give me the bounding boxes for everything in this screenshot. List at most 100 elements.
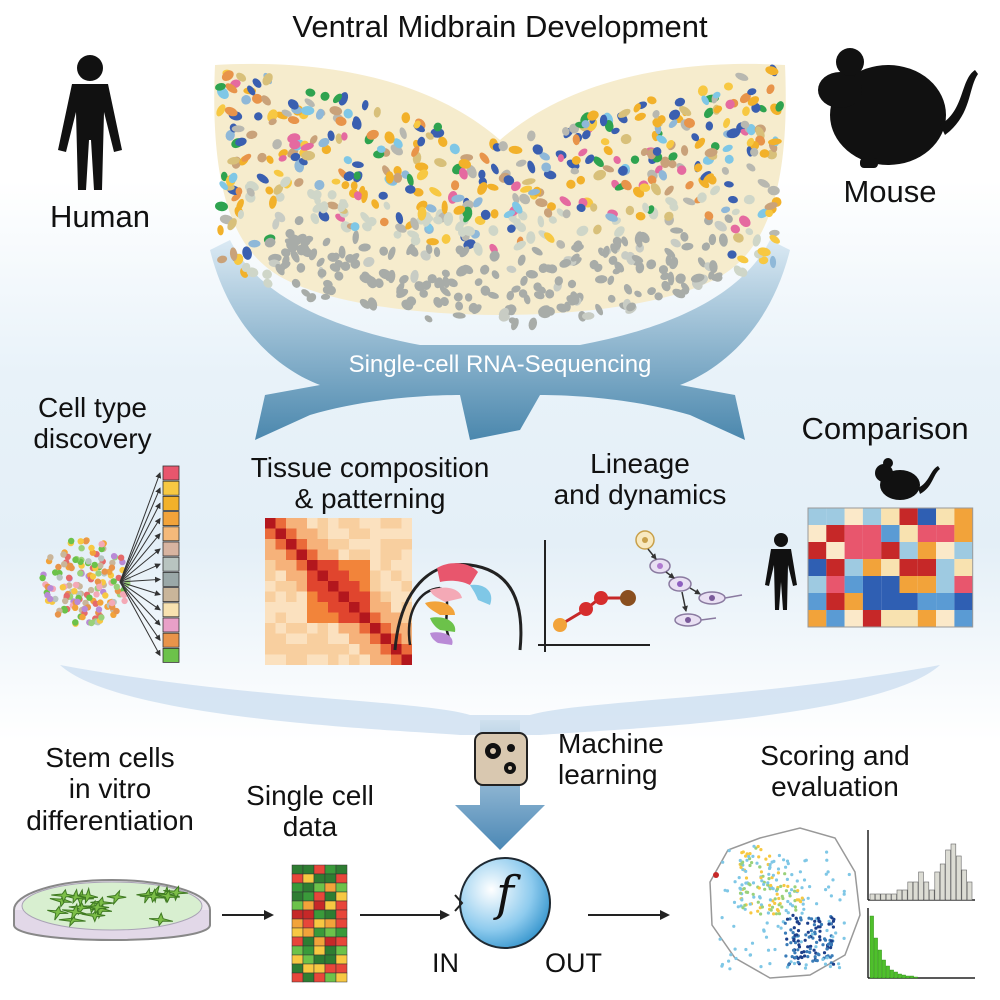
tissue-cell xyxy=(527,188,541,196)
scatter-point xyxy=(790,888,794,892)
corr-cell xyxy=(349,560,360,571)
corr-cell xyxy=(275,528,286,539)
tissue-cell xyxy=(647,175,657,185)
tissue-cell xyxy=(319,201,329,214)
comparison-cell xyxy=(881,610,900,627)
tissue-cell xyxy=(507,224,516,233)
corr-cell xyxy=(359,633,370,644)
scatter-point xyxy=(825,928,829,933)
tissue-cell xyxy=(393,138,403,149)
scatter-point xyxy=(720,916,724,920)
scatter-point xyxy=(814,926,818,930)
corr-cell xyxy=(328,591,339,602)
tissue-cell xyxy=(723,118,731,128)
corr-cell xyxy=(296,581,307,592)
scatter-point xyxy=(746,890,750,895)
scatter-point xyxy=(793,889,797,893)
corr-cell xyxy=(401,560,412,571)
data-cell xyxy=(324,936,337,947)
tissue-cell xyxy=(406,243,415,256)
data-cell xyxy=(324,882,337,893)
tissue-cell xyxy=(747,88,757,96)
hist-bar xyxy=(939,863,946,901)
scatter-point xyxy=(830,916,834,920)
data-cell xyxy=(313,882,326,893)
tissue-cell xyxy=(634,290,642,298)
scatter-point xyxy=(765,921,769,925)
hist-bar xyxy=(885,965,890,979)
corr-cell xyxy=(401,612,412,623)
scatter-point xyxy=(720,962,725,967)
scatter-point xyxy=(812,948,816,952)
lineage-point xyxy=(579,602,593,616)
tissue-cell xyxy=(569,297,579,306)
corr-cell xyxy=(338,549,349,560)
scatter-point xyxy=(803,966,808,970)
stem-cell xyxy=(68,900,92,916)
tissue-cell xyxy=(335,116,347,126)
cluster-cell xyxy=(98,545,105,553)
corr-cell xyxy=(349,539,360,550)
data-cell xyxy=(324,954,337,965)
tissue-cell xyxy=(712,91,721,99)
tissue-cell xyxy=(227,218,237,231)
tissue-cell xyxy=(350,259,361,269)
tissue-cell xyxy=(334,259,344,268)
scatter-point xyxy=(796,948,800,952)
scatter-point xyxy=(842,889,846,894)
scatter-point xyxy=(767,877,771,881)
hist-bar xyxy=(907,881,913,901)
corr-cell xyxy=(317,591,328,602)
tissue-cell xyxy=(378,191,388,200)
scatter-point xyxy=(757,855,761,859)
scatter-point xyxy=(786,884,790,889)
tissue-cell xyxy=(322,237,331,247)
scatter-point xyxy=(756,909,760,913)
scatter-point xyxy=(798,870,803,874)
corr-cell xyxy=(380,581,391,592)
tissue-cell xyxy=(296,244,307,256)
corr-cell xyxy=(401,581,412,592)
tissue-cell xyxy=(610,243,618,254)
corr-cell xyxy=(265,633,276,644)
hist-bar xyxy=(893,971,898,979)
comparison-heatmap xyxy=(807,507,974,628)
corr-cell xyxy=(359,602,370,613)
scatter-point xyxy=(831,962,836,966)
corr-cell xyxy=(307,539,318,550)
hist-bar xyxy=(923,881,930,901)
scatter-point xyxy=(785,877,790,882)
tissue-cell xyxy=(722,144,733,153)
tissue-cell xyxy=(315,108,325,120)
data-cell xyxy=(313,873,326,884)
data-cell xyxy=(313,963,326,974)
tissue-cell xyxy=(618,165,628,176)
corr-cell xyxy=(317,560,328,571)
scatter-point xyxy=(780,905,784,909)
scatter-point xyxy=(826,870,830,874)
tissue-cell xyxy=(321,144,332,155)
tissue-cell xyxy=(314,179,325,191)
cluster-cell xyxy=(88,544,95,552)
corr-cell xyxy=(349,644,360,655)
corr-cell xyxy=(286,591,297,602)
corr-cell xyxy=(275,623,286,634)
tissue-cell xyxy=(752,234,761,247)
corr-cell xyxy=(370,602,381,613)
scatter-point xyxy=(728,967,732,971)
tissue-cell xyxy=(737,255,749,264)
corr-cell xyxy=(275,602,286,613)
hist-bar xyxy=(934,871,940,901)
tissue-cell xyxy=(765,66,779,76)
cluster-cell xyxy=(82,538,90,545)
tissue-cell xyxy=(472,197,483,208)
tissue-cell xyxy=(684,118,695,128)
tissue-cell xyxy=(680,145,689,156)
tissue-cell xyxy=(697,257,706,268)
tissue-composition-label: Tissue composition& patterning xyxy=(250,452,490,515)
scatter-point xyxy=(796,889,800,893)
tissue-cell xyxy=(246,267,259,278)
comparison-label: Comparison xyxy=(801,411,969,446)
comparison-cell xyxy=(826,525,845,542)
scatter-point xyxy=(768,863,772,867)
